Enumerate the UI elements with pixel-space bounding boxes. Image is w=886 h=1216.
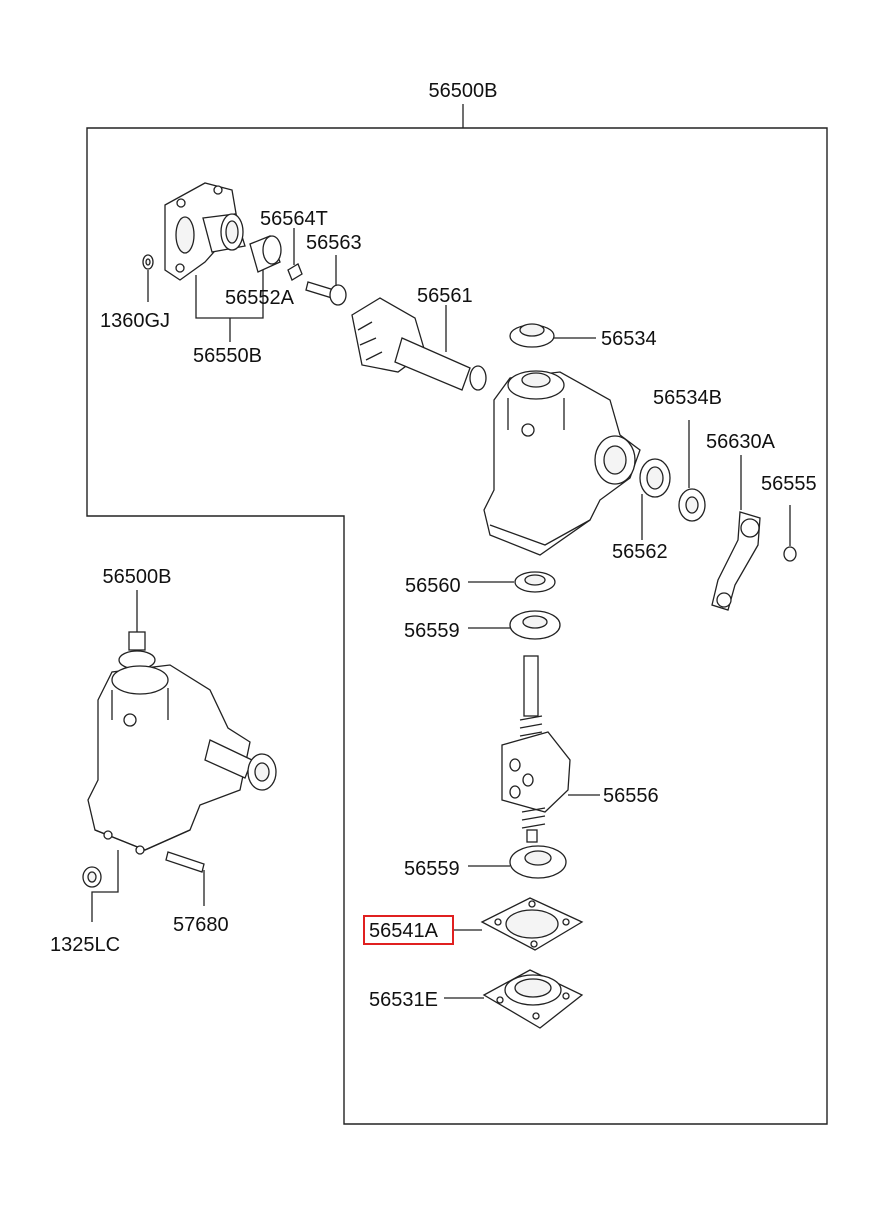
pitman-arm-part (711, 511, 761, 611)
label-56534b: 56534B (653, 387, 722, 409)
label-56541a: 56541A (369, 920, 439, 942)
bushing-56552a-part (249, 235, 282, 273)
bearing-56559-lower-part (509, 845, 567, 879)
label-56559-upper: 56559 (404, 620, 460, 642)
label-56500b-top: 56500B (429, 80, 498, 102)
bearing-56534b-part (678, 488, 706, 522)
gear-housing-part (483, 370, 641, 556)
label-1325lc: 1325LC (50, 934, 120, 956)
nut-1325lc-part (82, 866, 102, 888)
label-56562: 56562 (612, 541, 668, 563)
worm-shaft-ball-nut-part (501, 655, 571, 843)
label-56534: 56534 (601, 328, 657, 350)
highlight-box-56541a (363, 915, 454, 945)
label-1360gj: 1360GJ (100, 310, 170, 332)
label-56560: 56560 (405, 575, 461, 597)
label-56564t: 56564T (260, 208, 328, 230)
washer-56564t-part (287, 263, 303, 281)
label-56555: 56555 (761, 473, 817, 495)
assembly-frame (86, 127, 828, 1125)
label-56550b: 56550B (193, 345, 262, 367)
label-56556: 56556 (603, 785, 659, 807)
gasket-56541a-part (480, 897, 584, 951)
label-56563: 56563 (306, 232, 362, 254)
label-56500b-side: 56500B (103, 566, 172, 588)
bearing-56560-part (514, 571, 556, 593)
cap-56534-part (509, 323, 555, 348)
seal-56562-part (639, 458, 671, 498)
label-56561: 56561 (417, 285, 473, 307)
flange-cover-part (164, 182, 246, 281)
end-cover-56531e-part (482, 969, 584, 1029)
label-56559-lower: 56559 (404, 858, 460, 880)
label-57680: 57680 (173, 914, 229, 936)
nut-56555-part (783, 546, 797, 562)
bolt-56563-part (305, 281, 347, 306)
label-56531e: 56531E (369, 989, 438, 1011)
label-56630a: 56630A (706, 431, 776, 453)
nut-1360gj-part (142, 254, 154, 270)
bearing-56559-upper-part (509, 610, 561, 640)
label-56552a: 56552A (225, 287, 295, 309)
steering-gear-assembly-view (87, 631, 277, 873)
sector-shaft-part (351, 297, 487, 391)
